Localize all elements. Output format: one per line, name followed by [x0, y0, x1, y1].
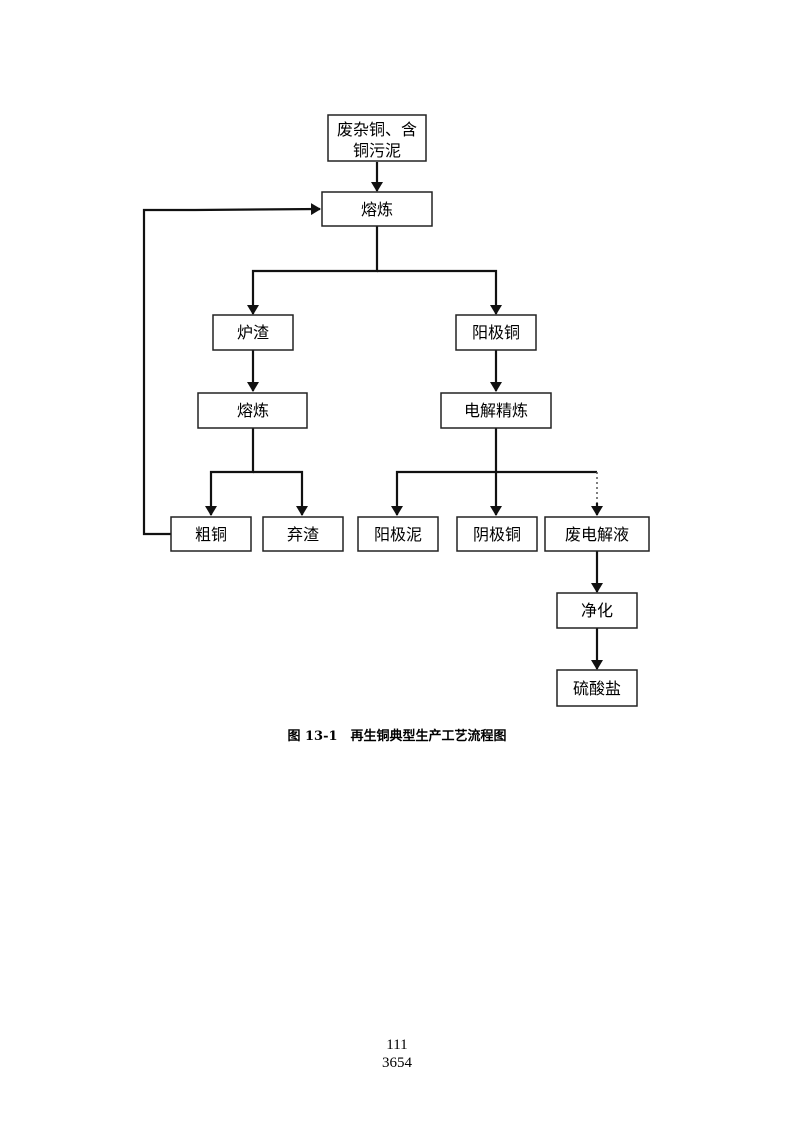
node-discarded-slag: 弃渣: [262, 516, 344, 552]
node-cathode-copper-label: 阴极铜: [473, 525, 521, 544]
node-smelting-2: 熔炼: [197, 392, 308, 429]
page-number: 111: [386, 1037, 408, 1053]
node-purification-label: 净化: [581, 601, 613, 620]
edge-smelting2-to-discard: [253, 470, 308, 516]
node-raw-material: 废杂铜、含 铜污泥: [327, 114, 427, 162]
node-raw-material-line2: 铜污泥: [353, 141, 401, 160]
node-anode-copper: 阳极铜: [455, 314, 537, 351]
node-anode-slime-label: 阳极泥: [374, 525, 422, 544]
node-sulfate-label: 硫酸盐: [573, 679, 621, 698]
node-anode-slime: 阳极泥: [357, 516, 439, 552]
node-furnace-slag: 炉渣: [212, 314, 294, 351]
edge-smelting2-to-blister: [205, 428, 255, 516]
node-anode-copper-label: 阳极铜: [472, 323, 520, 342]
node-furnace-slag-label: 炉渣: [237, 323, 269, 342]
node-spent-electrolyte: 废电解液: [544, 516, 650, 552]
figure-caption: 图 13-1 再生铜典型生产工艺流程图: [287, 729, 507, 744]
node-spent-electrolyte-label: 废电解液: [565, 525, 629, 544]
node-blister-copper-label: 粗铜: [195, 525, 227, 544]
node-purification: 净化: [556, 592, 638, 629]
node-blister-copper: 粗铜: [170, 516, 252, 552]
node-cathode-copper: 阴极铜: [456, 516, 538, 552]
node-smelting-1-label: 熔炼: [361, 200, 393, 219]
edge-blister-feedback: [142, 203, 321, 536]
node-discarded-slag-label: 弃渣: [287, 525, 319, 544]
node-smelting-2-label: 熔炼: [237, 401, 269, 420]
edges: [142, 162, 603, 670]
node-electrorefining: 电解精炼: [440, 392, 552, 429]
node-electrorefining-label: 电解精炼: [464, 401, 528, 420]
edge-smelting-to-anode-copper: [377, 269, 502, 315]
node-raw-material-line1: 废杂铜、含: [337, 120, 417, 139]
document-page-number: 3654: [382, 1055, 412, 1071]
node-sulfate: 硫酸盐: [556, 669, 638, 707]
process-flowchart: 废杂铜、含 铜污泥 熔炼 炉渣 阳极铜 熔炼 电解精炼 粗铜 弃渣 阳极泥 阴极…: [142, 114, 650, 707]
edge-smelting-split: [247, 226, 379, 315]
edge-refining-to-slime: [391, 428, 498, 516]
node-smelting-1: 熔炼: [321, 191, 433, 227]
